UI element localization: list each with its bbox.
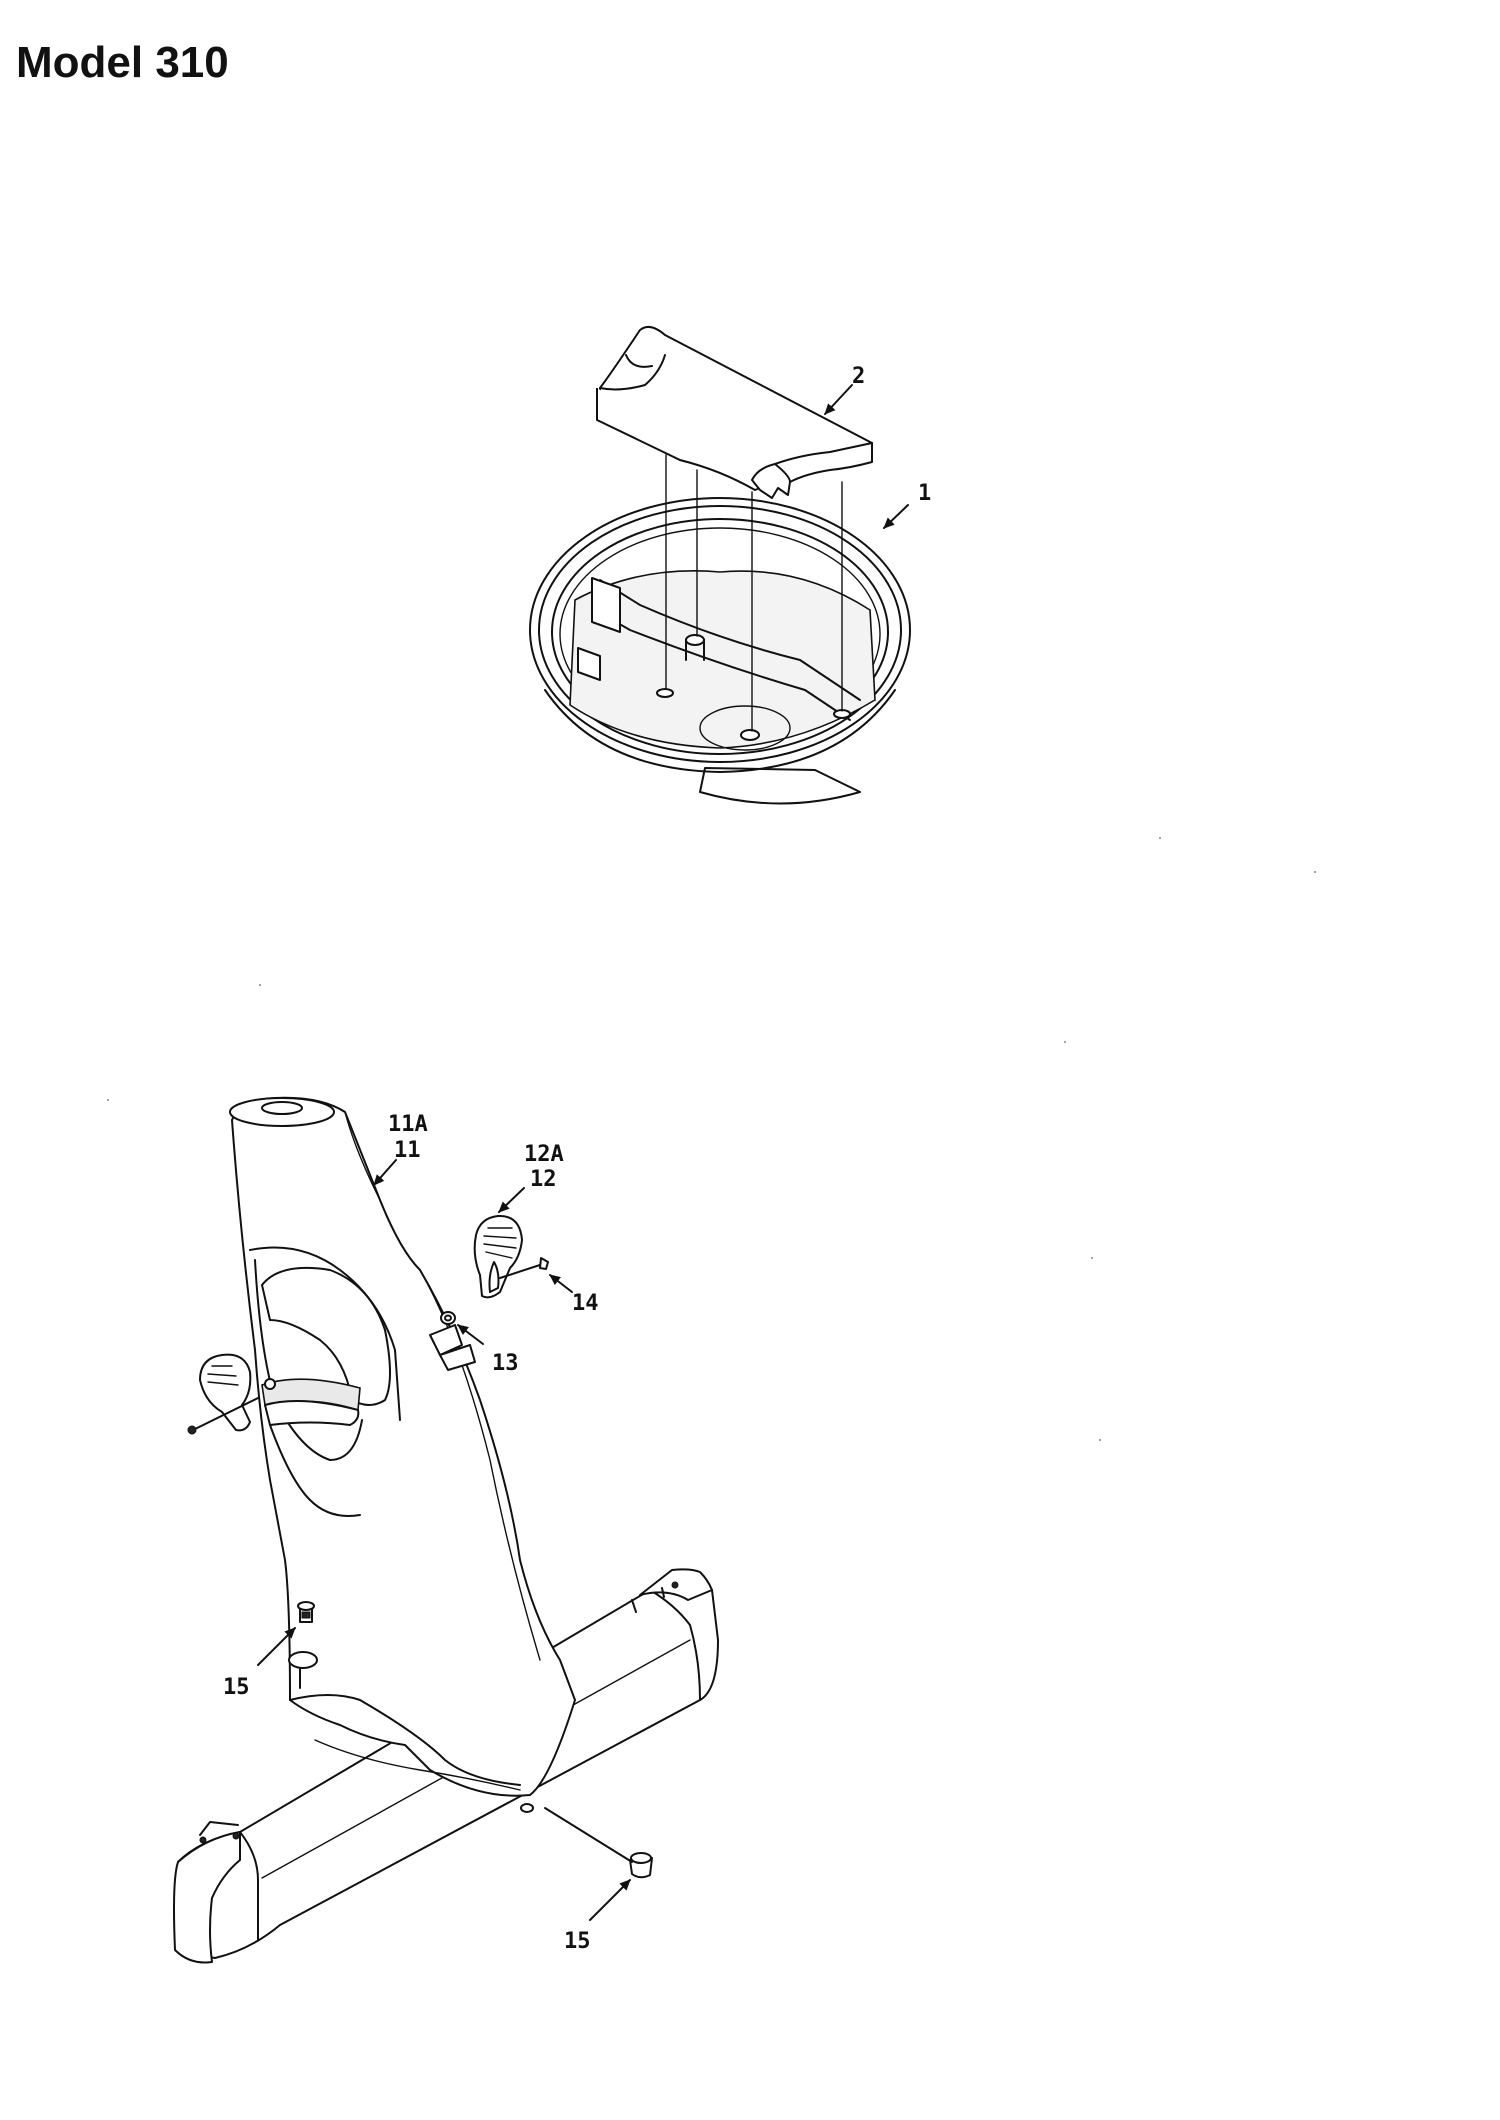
callout-label-11: 11 [394, 1138, 421, 1163]
page-title: Model 310 [16, 38, 229, 87]
knob-part-12 [473, 1214, 523, 1299]
callout-label-1: 1 [918, 481, 931, 506]
cover-part-2 [596, 325, 873, 499]
scan-specks [107, 837, 1316, 1441]
nut-part-13 [440, 1311, 456, 1325]
bowl-part-1 [529, 497, 911, 805]
callout-14: 14 [549, 1274, 599, 1316]
upright-column-part-11 [229, 1096, 576, 1813]
callout-15-upper: 15 [223, 1627, 296, 1700]
callout-label-14: 14 [572, 1291, 599, 1316]
screw-part-14 [499, 1257, 549, 1279]
plug-part-15-upper [297, 1601, 315, 1623]
plug-part-15-lower [544, 1807, 653, 1879]
left-knob [187, 1353, 276, 1435]
callout-label-11a: 11A [388, 1112, 428, 1137]
callout-13: 13 [457, 1324, 519, 1376]
callout-label-13: 13 [492, 1351, 519, 1376]
callout-label-2: 2 [852, 364, 865, 389]
callout-1: 1 [883, 481, 931, 529]
callout-11: 11A 11 [373, 1112, 428, 1186]
callout-label-15-lower: 15 [564, 1929, 591, 1954]
callout-label-12: 12 [530, 1167, 557, 1192]
callout-label-15-upper: 15 [223, 1675, 250, 1700]
callout-2: 2 [824, 364, 865, 415]
callout-label-12a: 12A [524, 1142, 564, 1167]
callout-12: 12A 12 [498, 1142, 564, 1213]
callout-15-lower: 15 [564, 1879, 631, 1954]
alignment-lines [665, 454, 843, 732]
